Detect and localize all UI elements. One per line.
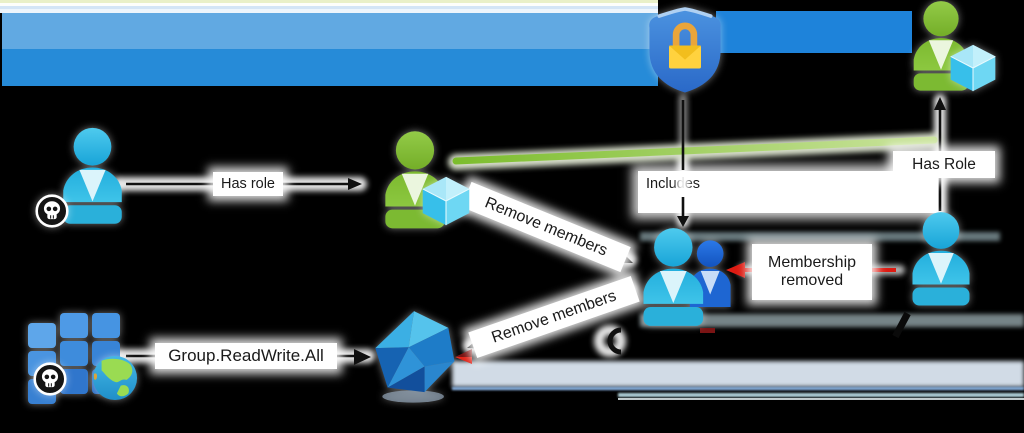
includes-label: Includes <box>646 176 701 192</box>
cube-icon <box>422 176 470 226</box>
member-user-icon <box>912 212 970 306</box>
attacker-user-icon <box>63 127 122 224</box>
glow-line-bottom <box>452 387 1024 390</box>
group-icon <box>643 228 731 326</box>
remove-members-lower-label: Remove members <box>468 275 640 359</box>
service-principal-icon <box>375 311 455 403</box>
membership-removed-label: Membership removed <box>752 244 872 300</box>
globe-icon <box>92 355 138 401</box>
skull-badge-icon-app <box>33 362 67 396</box>
glow-band-bottom <box>452 361 1024 387</box>
top-banner-upper <box>2 13 658 49</box>
banner-stripe <box>0 0 658 3</box>
membership-removed-line1: Membership <box>767 254 857 272</box>
glow-stripe-cyan <box>618 393 1024 397</box>
remove-members-upper-text: Remove members <box>482 193 610 260</box>
has-role-right-text: Has Role <box>912 155 976 173</box>
cube-icon <box>950 44 996 92</box>
has-role-text: Has role <box>221 176 275 192</box>
role-connector-bar <box>716 11 912 53</box>
banner-stripe <box>0 6 658 9</box>
remove-members-upper-label: Remove members <box>461 181 631 273</box>
skull-badge-icon <box>35 194 69 228</box>
top-banner-lower <box>2 49 658 86</box>
banner-stripe <box>0 3 658 6</box>
shield-lock-icon <box>649 7 721 93</box>
glow-band-group-row <box>640 232 1000 241</box>
has-role-label: Has role <box>213 172 283 196</box>
glow-stripe-white <box>618 398 1024 400</box>
membership-removed-line2: removed <box>780 272 844 289</box>
remove-members-lower-text: Remove members <box>489 287 619 347</box>
graph-permission-label: Group.ReadWrite.All <box>155 343 337 369</box>
graph-permission-text: Group.ReadWrite.All <box>168 346 324 365</box>
has-role-right-label: Has Role <box>893 151 995 178</box>
glow-band-under-icons <box>640 314 1024 327</box>
banner-stripe <box>0 9 658 13</box>
